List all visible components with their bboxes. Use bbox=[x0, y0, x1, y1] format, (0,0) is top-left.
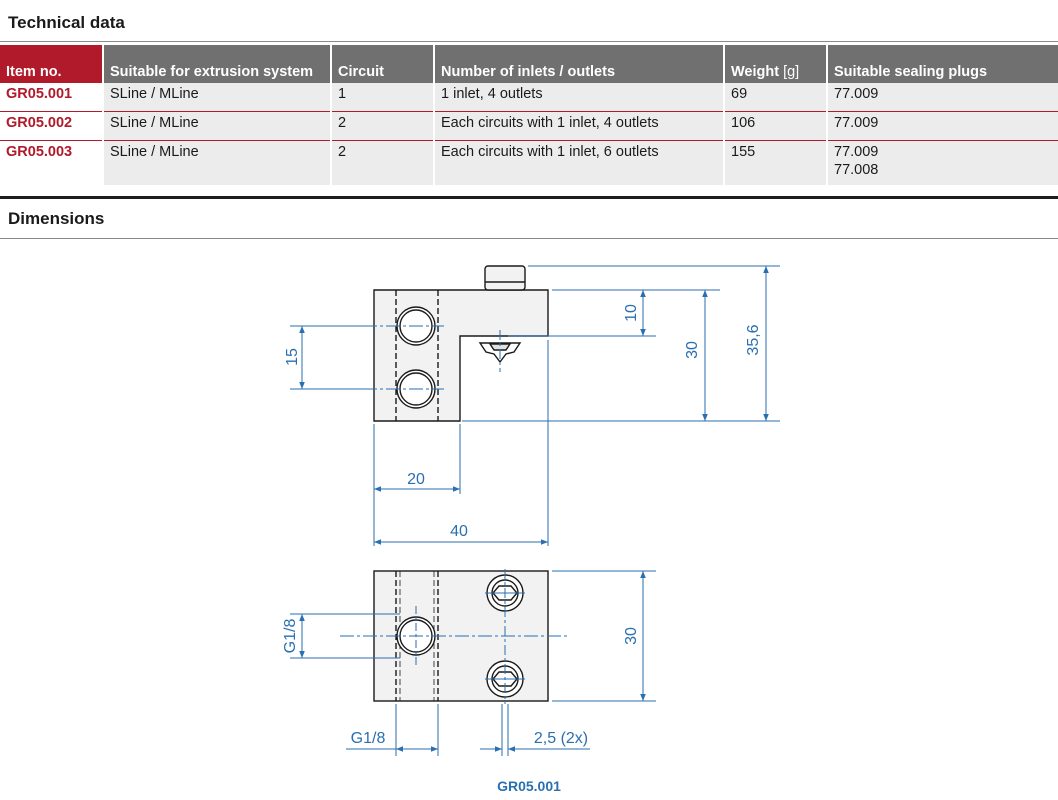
col-header-inlets-outlets: Number of inlets / outlets bbox=[434, 45, 725, 83]
dim-20: 20 bbox=[407, 471, 425, 488]
technical-data-title: Technical data bbox=[8, 13, 125, 32]
col-header-sealing-plugs: Suitable sealing plugs bbox=[827, 45, 1058, 83]
circuit-cell: 2 bbox=[331, 140, 435, 185]
col-header-circuit: Circuit bbox=[331, 45, 435, 83]
weight-label: Weight bbox=[731, 64, 780, 80]
col-header-weight: Weight [g] bbox=[724, 45, 828, 83]
section-divider bbox=[0, 196, 1058, 199]
plug-value: 77.008 bbox=[834, 162, 879, 178]
item-no-cell: GR05.001 bbox=[0, 83, 104, 112]
plug-value: 77.009 bbox=[834, 144, 879, 160]
block-outline bbox=[373, 289, 549, 422]
technical-data-table: Item no. Suitable for extrusion system C… bbox=[0, 45, 1058, 185]
circuit-cell: 2 bbox=[331, 111, 435, 141]
dim-40: 40 bbox=[450, 523, 468, 540]
top-screw bbox=[484, 265, 526, 291]
table-row: GR05.003 SLine / MLine 2 Each circuits w… bbox=[0, 140, 1058, 185]
weight-unit: [g] bbox=[783, 64, 800, 80]
col-header-system: Suitable for extrusion system bbox=[103, 45, 332, 83]
dimensions-title: Dimensions bbox=[8, 209, 105, 228]
dim-g18-bottom: G1/8 bbox=[351, 730, 386, 747]
weight-cell: 106 bbox=[724, 111, 828, 141]
dim-15: 15 bbox=[284, 348, 301, 366]
item-no-cell: GR05.002 bbox=[0, 111, 104, 141]
col-header-item-no: Item no. bbox=[0, 45, 104, 83]
dim-30-top: 30 bbox=[684, 341, 701, 359]
plugs-cell: 77.009 bbox=[827, 83, 1058, 112]
inlets-outlets-cell: Each circuits with 1 inlet, 6 outlets bbox=[434, 140, 725, 185]
table-row: GR05.002 SLine / MLine 2 Each circuits w… bbox=[0, 111, 1058, 141]
item-no-cell: GR05.003 bbox=[0, 140, 104, 185]
top-dimensions bbox=[290, 570, 656, 756]
dim-10: 10 bbox=[623, 304, 640, 322]
table-row: GR05.001 SLine / MLine 1 1 inlet, 4 outl… bbox=[0, 83, 1058, 112]
plugs-cell: 77.009 77.008 bbox=[827, 140, 1058, 185]
inlets-outlets-cell: 1 inlet, 4 outlets bbox=[434, 83, 725, 112]
dimension-drawing: 15 10 30 35,6 20 40 bbox=[282, 265, 780, 756]
dim-35-6: 35,6 bbox=[745, 324, 762, 355]
weight-cell: 155 bbox=[724, 140, 828, 185]
system-cell: SLine / MLine bbox=[103, 83, 332, 112]
plugs-cell: 77.009 bbox=[827, 111, 1058, 141]
dim-30-bottom: 30 bbox=[623, 627, 640, 645]
front-dimensions bbox=[290, 265, 780, 546]
inlets-outlets-cell: Each circuits with 1 inlet, 4 outlets bbox=[434, 111, 725, 141]
dim-g18-left: G1/8 bbox=[282, 619, 299, 654]
dim-2-5: 2,5 (2x) bbox=[534, 730, 588, 747]
system-cell: SLine / MLine bbox=[103, 140, 332, 185]
drawing-caption: GR05.001 bbox=[497, 778, 561, 794]
circuit-cell: 1 bbox=[331, 83, 435, 112]
front-view bbox=[373, 265, 549, 422]
title-divider bbox=[0, 41, 1058, 42]
top-centerlines bbox=[340, 569, 568, 704]
weight-cell: 69 bbox=[724, 83, 828, 112]
dimensions-divider bbox=[0, 238, 1058, 239]
system-cell: SLine / MLine bbox=[103, 111, 332, 141]
table-header-row: Item no. Suitable for extrusion system C… bbox=[0, 45, 1058, 83]
